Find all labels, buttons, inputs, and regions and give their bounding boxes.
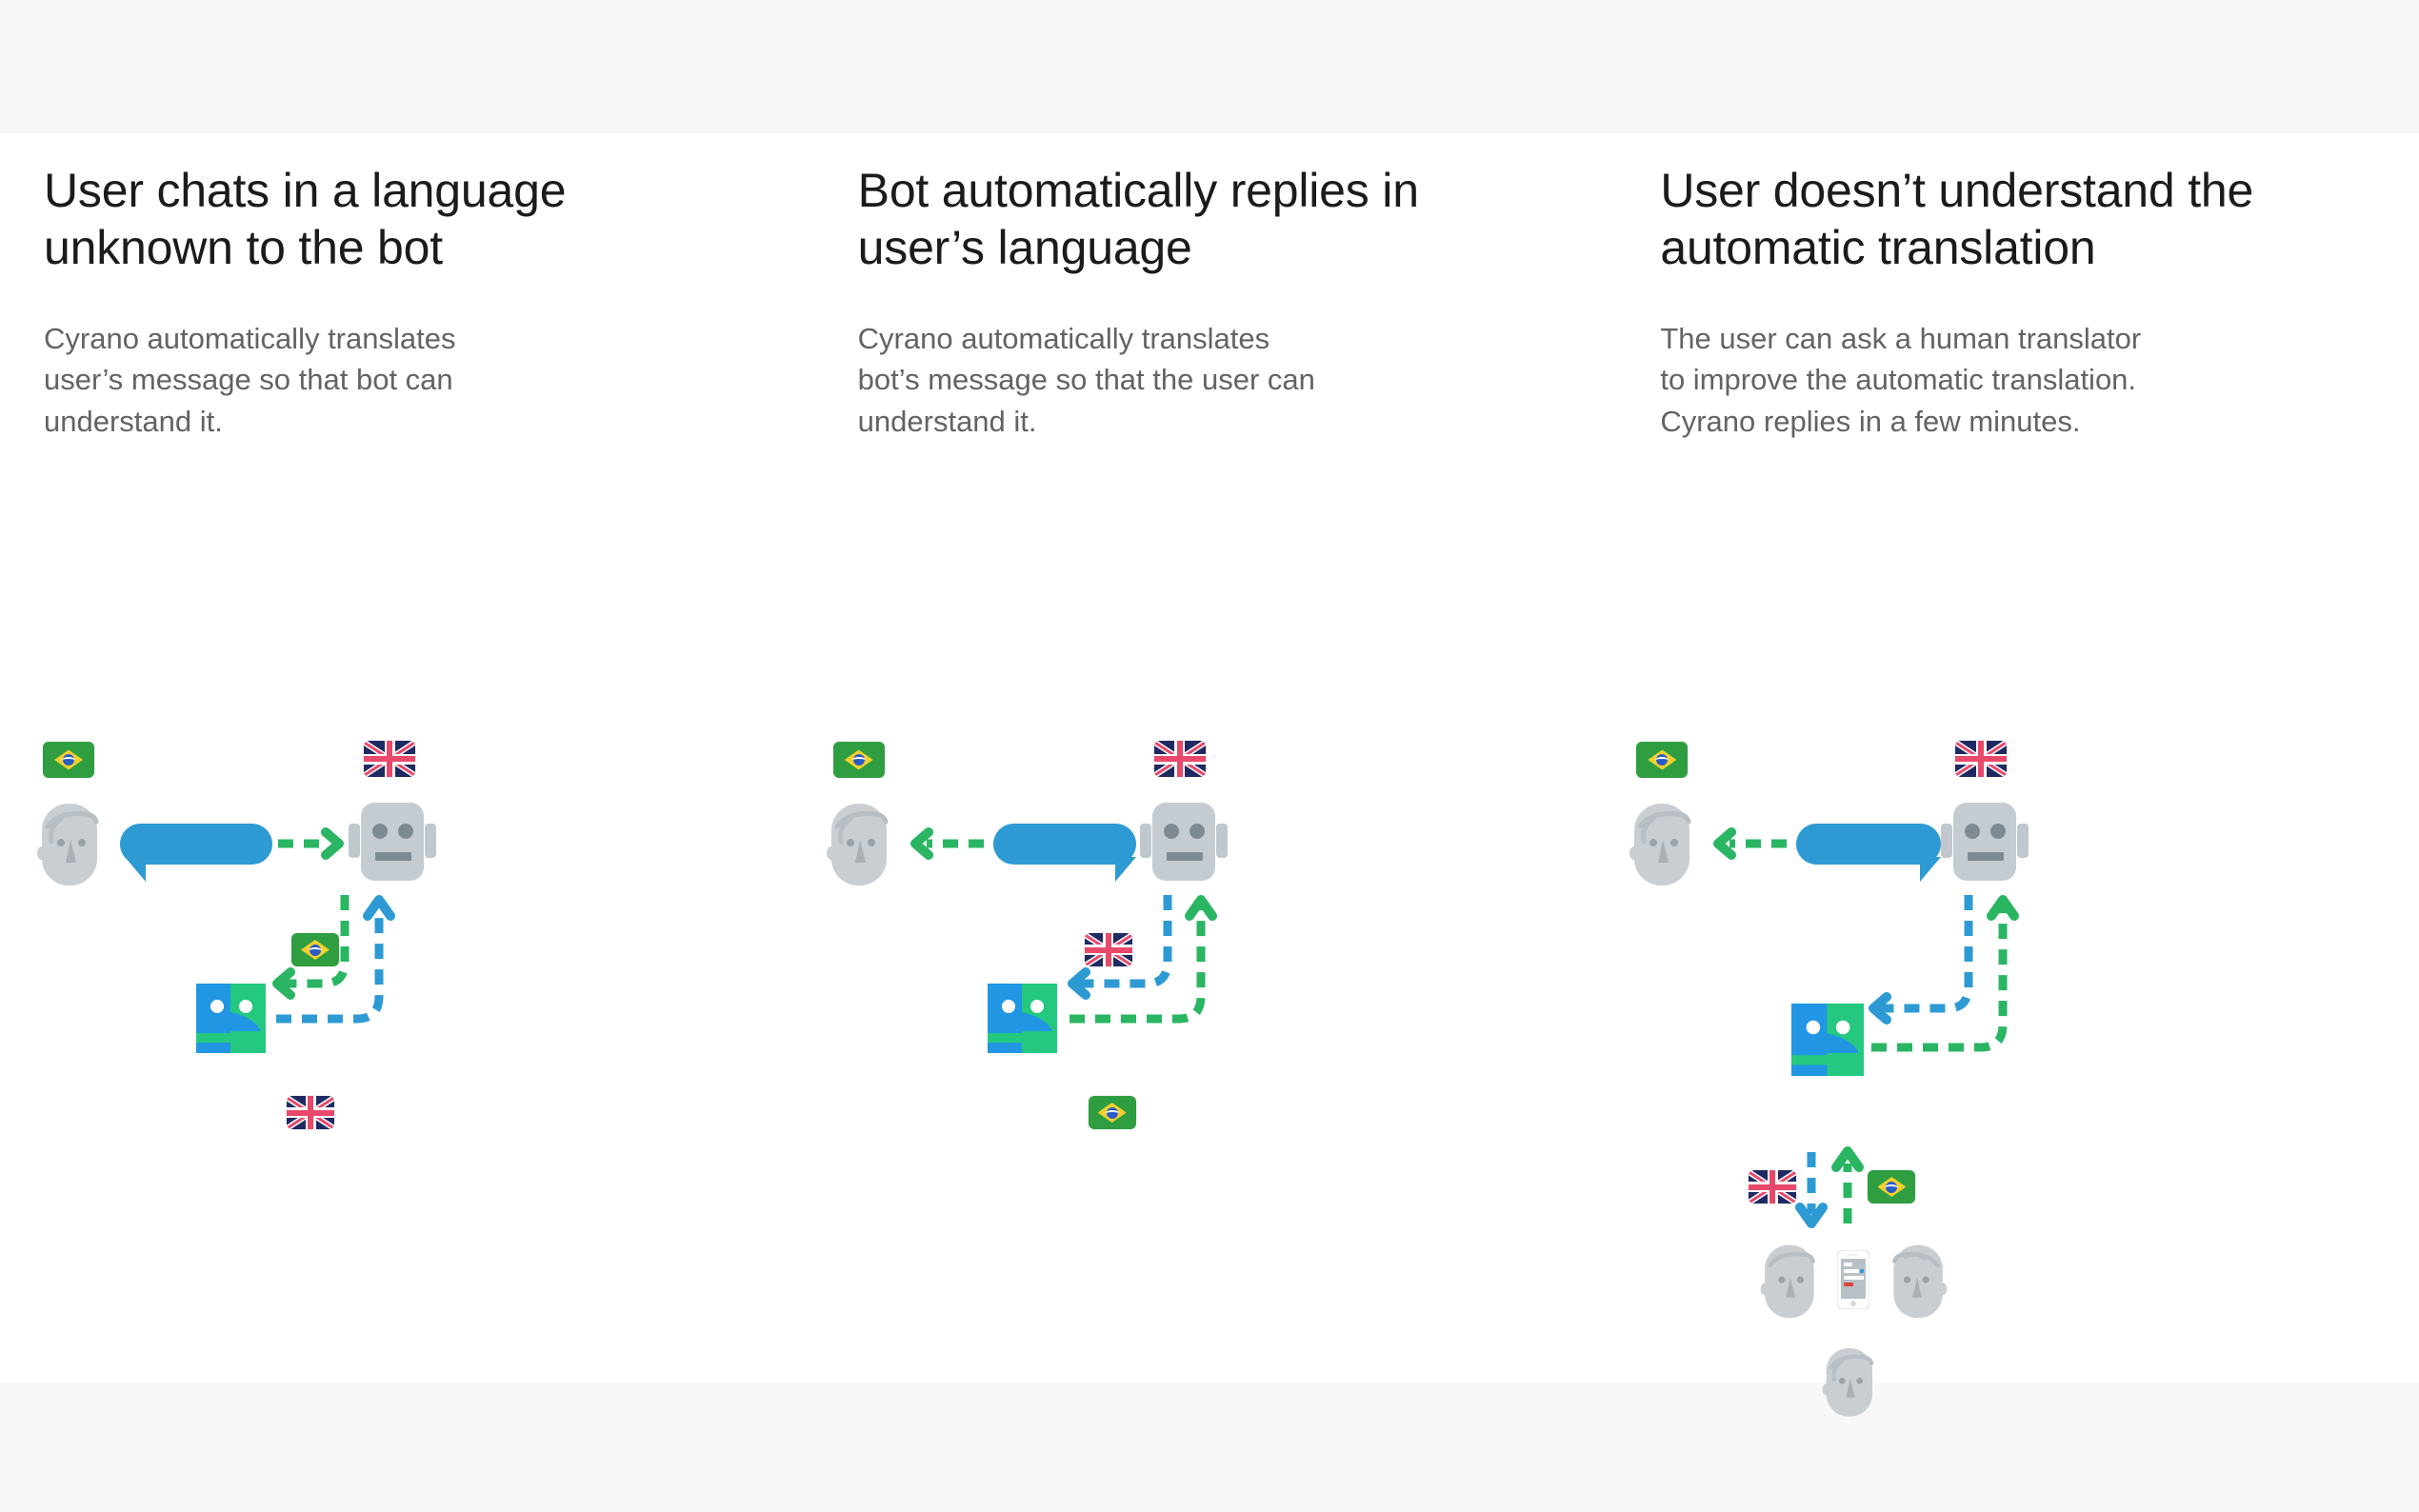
column-body-text: Cyrano automatically translates user’s m…: [44, 322, 456, 438]
speech-bubble-icon: [992, 824, 1136, 865]
cyrano-logo-icon: [987, 984, 1057, 1058]
speech-bubble-icon: [1796, 824, 1942, 865]
uk-flag-icon: [1084, 933, 1132, 966]
page-title: User doesn’t understand the automatic tr…: [1660, 164, 2254, 274]
uk-flag-icon: [287, 1096, 334, 1129]
page-title: User chats in a language unknown to the …: [44, 164, 567, 274]
uk-flag-icon: [1955, 741, 2008, 777]
illustration-user-to-bot: [0, 133, 807, 1383]
arrow-layer: [1713, 827, 2020, 1228]
columns-container: User chats in a language unknown to the …: [0, 133, 2419, 1417]
cyrano-logo-icon: [1791, 1003, 1865, 1082]
uk-flag-icon: [364, 741, 415, 777]
brazil-flag-icon: [1636, 742, 1689, 778]
robot-icon: [1941, 803, 2029, 885]
column-body-text: The user can ask a human translator to i…: [1660, 322, 2142, 438]
user-head-icon: [824, 800, 892, 887]
illustration-bot-to-user: [807, 133, 1613, 1383]
phone-icon: [1836, 1249, 1871, 1314]
speech-bubble-tail: [1920, 857, 1942, 882]
speech-bubble-tail: [1114, 857, 1136, 882]
user-head-icon: [1820, 1344, 1877, 1419]
robot-icon: [1139, 803, 1228, 885]
cyrano-logo-icon: [196, 984, 266, 1058]
bottom-band: [0, 1383, 2419, 1512]
column-user-chats: User chats in a language unknown to the …: [0, 133, 807, 1383]
translator-head-icon: [1889, 1242, 1949, 1320]
illustration-human-translation: [1612, 133, 2419, 1417]
column-human-translation: User doesn’t understand the automatic tr…: [1612, 133, 2419, 1417]
user-head-icon: [34, 800, 103, 887]
top-band: [0, 0, 2419, 133]
blue-dashed-arrow-icon: [1877, 895, 1973, 1013]
uk-flag-icon: [1153, 741, 1206, 777]
speech-bubble-tail: [125, 857, 146, 882]
arrow-layer: [910, 827, 1217, 1024]
page-title: Bot automatically replies in user’s lang…: [857, 164, 1419, 274]
translator-head-icon: [1758, 1242, 1819, 1320]
column-body-text: Cyrano automatically translates bot’s me…: [857, 322, 1315, 438]
uk-flag-icon: [1749, 1170, 1797, 1204]
brazil-flag-icon: [291, 933, 339, 966]
column-bot-replies: Bot automatically replies in user’s lang…: [807, 133, 1613, 1383]
robot-icon: [349, 803, 436, 885]
brazil-flag-icon: [832, 742, 885, 778]
brazil-flag-icon: [43, 742, 94, 778]
brazil-flag-icon: [1868, 1170, 1916, 1204]
green-dashed-arrow-icon: [1871, 906, 2008, 1052]
user-head-icon: [1627, 800, 1695, 887]
brazil-flag-icon: [1088, 1096, 1136, 1129]
